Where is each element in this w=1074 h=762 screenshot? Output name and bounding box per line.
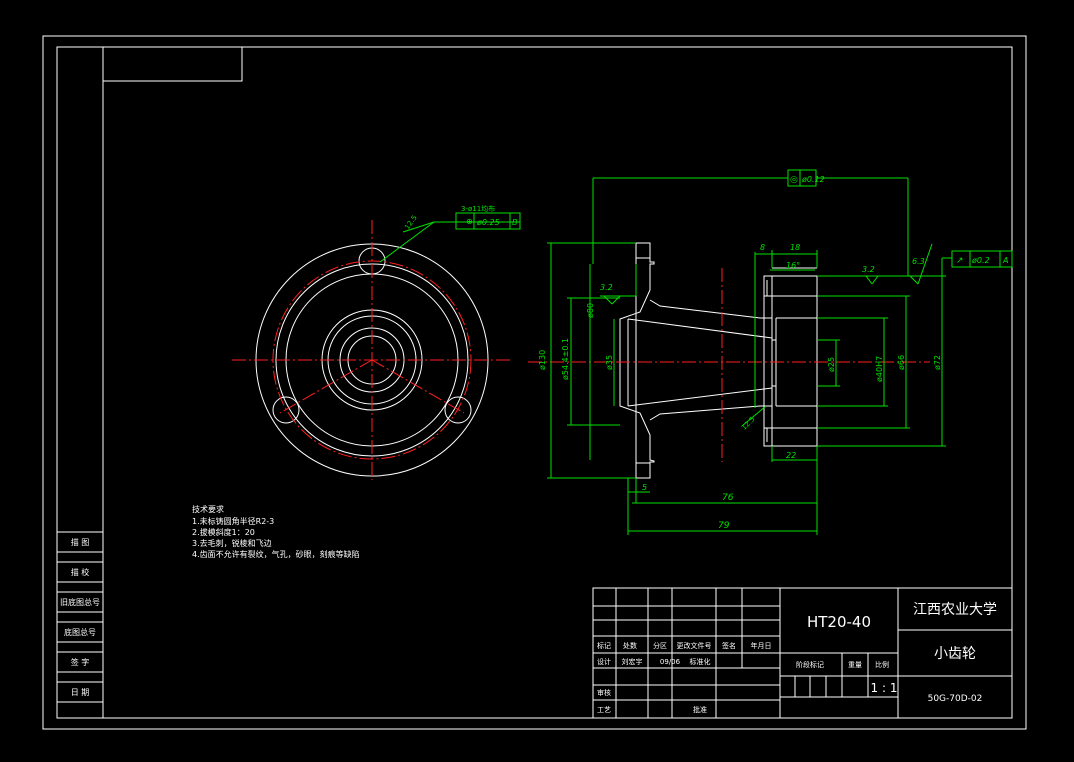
roughness-side: 12.5 bbox=[740, 415, 757, 432]
header-change-file: 更改文件号 bbox=[677, 641, 712, 650]
inner-frame bbox=[56, 46, 1013, 719]
approve-label: 批准 bbox=[693, 705, 707, 714]
standardization-label: 标准化 bbox=[690, 657, 711, 666]
dim-pilot-diameter: ø54.4±0.1 bbox=[561, 338, 570, 380]
position-datum: B bbox=[512, 218, 518, 227]
dim-length-18: 18 bbox=[790, 243, 800, 252]
school-name: 江西农业大学 bbox=[913, 602, 997, 618]
side-label-trace: 描 图 bbox=[71, 537, 90, 547]
dim-length-79: 79 bbox=[718, 521, 730, 531]
designer-name: 刘宏宇 bbox=[622, 657, 643, 666]
hole-callout: 3-ø11均布 bbox=[461, 204, 495, 213]
notes-heading: 技术要求 bbox=[192, 504, 224, 514]
header-count: 处数 bbox=[623, 641, 637, 650]
concentricity-symbol-icon: ◎ bbox=[790, 175, 798, 185]
roughness-flange: 3.2 bbox=[600, 283, 613, 292]
roughness-hub: 3.2 bbox=[862, 265, 875, 274]
part-name: 小齿轮 bbox=[934, 646, 976, 662]
dim-length-5: 5 bbox=[642, 483, 647, 492]
design-date: 09/06 bbox=[660, 658, 681, 666]
material-label: HT20-40 bbox=[807, 613, 871, 631]
note-item-4: 4.齿面不允许有裂纹，气孔，砂眼，刻痕等缺陷 bbox=[192, 549, 360, 559]
header-date: 年月日 bbox=[751, 641, 772, 650]
concentricity-tolerance: ø0.12 bbox=[801, 175, 825, 184]
dim-angle-16: 16° bbox=[786, 261, 800, 270]
section-view bbox=[528, 242, 930, 479]
note-item-1: 1.未标铸圆角半径R2-3 bbox=[192, 516, 274, 526]
header-zone: 分区 bbox=[653, 641, 667, 650]
weight-label: 重量 bbox=[848, 661, 862, 669]
drawing-number: 50G-70D-02 bbox=[928, 694, 983, 704]
position-symbol-icon: ⊕ bbox=[466, 217, 473, 226]
dim-length-22: 22 bbox=[786, 451, 796, 460]
title-block: HT20-40 江西农业大学 小齿轮 50G-70D-02 1 : 1 标记 处… bbox=[592, 587, 1013, 719]
header-mark: 标记 bbox=[597, 641, 611, 650]
position-tolerance: ø0.25 bbox=[476, 218, 500, 227]
dim-bore-right: ø25 bbox=[827, 357, 836, 372]
design-label: 设计 bbox=[597, 657, 611, 666]
stage-mark-label: 阶段标记 bbox=[796, 660, 824, 669]
process-label: 工艺 bbox=[597, 706, 611, 714]
corner-code-box bbox=[102, 46, 243, 82]
side-label-signature: 签 字 bbox=[71, 657, 90, 667]
review-label: 审核 bbox=[597, 688, 611, 697]
dim-outer-diameter: ø72 bbox=[933, 355, 942, 370]
runout-tolerance: ø0.2 bbox=[971, 256, 990, 265]
dim-length-8: 8 bbox=[760, 243, 765, 252]
dim-bolt-circle: ø80 bbox=[586, 303, 595, 318]
runout-datum: A bbox=[1002, 256, 1008, 265]
dim-hub-diameter: ø66 bbox=[897, 355, 906, 370]
side-column: 描 图 描 校 旧底图总号 底图总号 签 字 日 期 bbox=[57, 531, 103, 703]
side-label-old-number: 旧底图总号 bbox=[60, 597, 100, 607]
roughness-face: 6.3 bbox=[912, 257, 925, 266]
note-item-3: 3.去毛刺，锐棱和飞边 bbox=[192, 538, 272, 548]
technical-notes: 技术要求 1.未标铸圆角半径R2-3 2.拔模斜度1：20 3.去毛刺，锐棱和飞… bbox=[192, 504, 360, 559]
scale-label: 比例 bbox=[875, 660, 889, 669]
dim-length-76: 76 bbox=[722, 493, 734, 503]
runout-symbol-icon: ↗ bbox=[956, 256, 964, 266]
scale-value: 1 : 1 bbox=[871, 681, 898, 695]
dim-bore-left: ø35 bbox=[605, 355, 614, 370]
outer-frame bbox=[42, 35, 1027, 730]
dim-flange-diameter: ø130 bbox=[538, 350, 547, 370]
side-label-date: 日 期 bbox=[71, 688, 90, 697]
dim-counterbore: ø40H7 bbox=[875, 356, 884, 382]
note-item-2: 2.拔模斜度1：20 bbox=[192, 527, 255, 537]
roughness-front: 12.5 bbox=[403, 214, 418, 231]
dimension-lines bbox=[547, 169, 1013, 535]
header-signature: 签名 bbox=[722, 641, 736, 650]
side-label-trace-check: 描 校 bbox=[71, 567, 90, 577]
side-label-base-number: 底图总号 bbox=[64, 627, 96, 637]
front-view bbox=[232, 212, 521, 480]
